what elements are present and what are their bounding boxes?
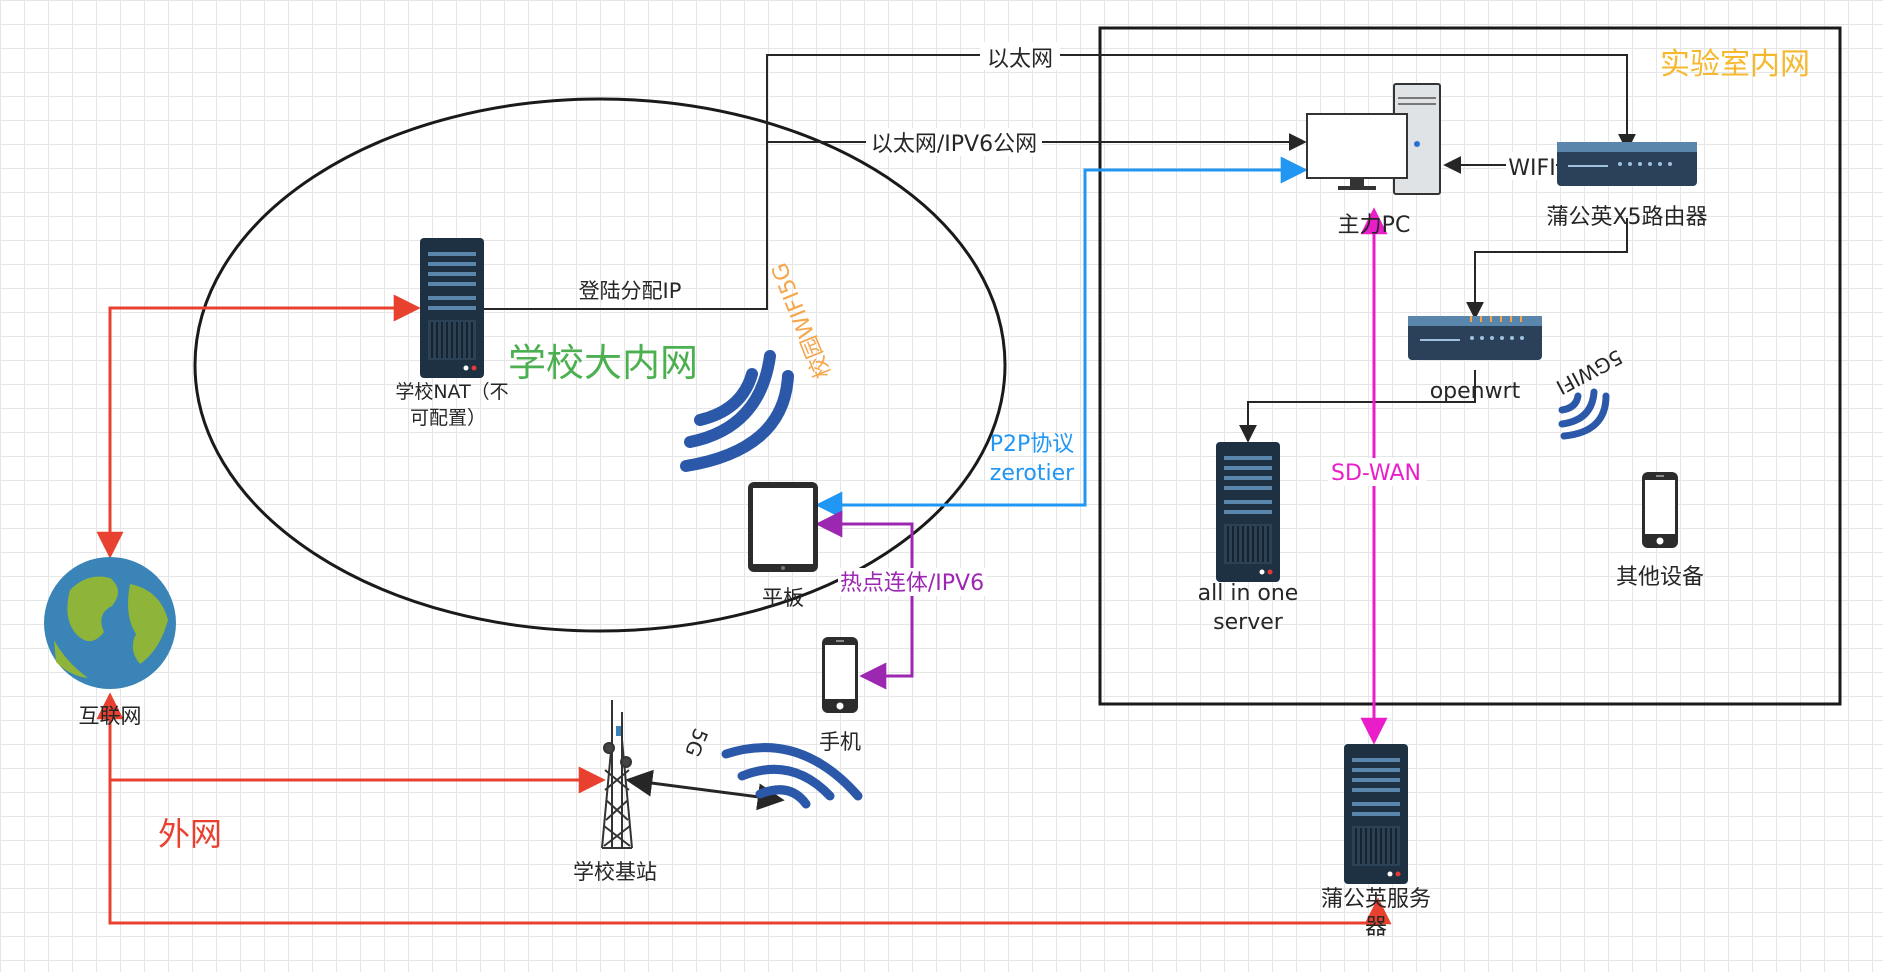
internet-nat-link: [96, 294, 421, 559]
wifi-link-label: WIFI: [1508, 156, 1555, 181]
ethernet-ipv6-link-label: 以太网/IPV6公网: [871, 132, 1037, 157]
aio-label-1: all in one: [1198, 581, 1299, 606]
p2p-label-2: zerotier: [990, 461, 1075, 486]
main-pc-icon: [1306, 83, 1441, 195]
campus-zone-title: 学校大内网: [508, 341, 698, 385]
openwrt-router-icon: [1408, 316, 1542, 360]
cell-tower-icon: [601, 700, 633, 849]
main-pc-label: 主力PC: [1338, 213, 1411, 238]
p2p-label-1: P2P协议: [990, 432, 1075, 457]
campus-wifi-label: 校园WIFI5G: [767, 259, 836, 382]
router-label: 蒲公英X5路由器: [1546, 205, 1707, 230]
p2p-zerotier-link: [815, 156, 1308, 519]
internet-label: 互联网: [79, 704, 142, 728]
globe-icon: [44, 557, 176, 689]
tablet-icon: [748, 482, 818, 572]
pgy-server-icon: [1343, 743, 1409, 885]
sdwan-label: SD-WAN: [1331, 461, 1421, 486]
lab-wifi-icon: [1558, 388, 1610, 440]
phone-label: 手机: [819, 730, 861, 754]
ethernet-link-label: 以太网: [987, 47, 1053, 72]
openwrt-label: openwrt: [1430, 379, 1521, 404]
campus-wifi-icon: [680, 350, 794, 472]
other-device-phone-icon: [1642, 472, 1678, 548]
router-icon: [1557, 142, 1697, 186]
cellular-label: 5G: [680, 725, 713, 760]
pgy-server-label-1: 蒲公英服务: [1321, 887, 1431, 912]
school-nat-label-1: 学校NAT（不: [395, 381, 508, 403]
other-devices-label: 其他设备: [1616, 565, 1704, 590]
school-nat-label-2: 可配置）: [410, 407, 486, 429]
ethernet-link: [483, 54, 1636, 310]
external-zone-title: 外网: [158, 815, 222, 853]
school-nat-server-icon: [419, 237, 485, 379]
base-station-label: 学校基站: [573, 860, 657, 884]
phone-icon: [822, 637, 858, 713]
login-ip-label: 登陆分配IP: [579, 279, 682, 303]
aio-label-2: server: [1213, 610, 1284, 635]
router-openwrt-link: [1466, 218, 1628, 320]
cellular-link: [625, 769, 785, 811]
aio-server-icon: [1215, 441, 1281, 583]
tablet-label: 平板: [762, 586, 804, 610]
internet-pgyserver-link: [108, 780, 1392, 925]
lab-zone-title: 实验室内网: [1660, 47, 1810, 82]
hotspot-label: 热点连体/IPV6: [840, 571, 984, 596]
internet-basestation-link: [96, 692, 606, 794]
hotspot-ipv6-link: [815, 510, 914, 690]
cellular-5g-icon: [721, 743, 863, 809]
pgy-server-label-2: 器: [1365, 915, 1387, 940]
lab-wifi-label: 5GWIFI: [1552, 345, 1626, 400]
